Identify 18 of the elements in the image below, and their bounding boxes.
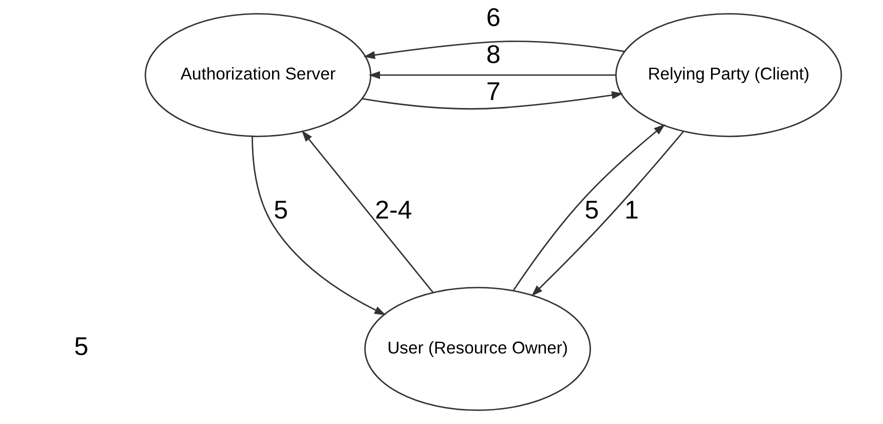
- arrow: [301, 130, 434, 293]
- edge-label: 2-4: [374, 196, 412, 224]
- arrow: [368, 71, 616, 80]
- edge-label: 6: [486, 4, 500, 32]
- label: 5: [74, 333, 88, 362]
- edge-label: 1: [624, 196, 638, 224]
- arrow: [530, 131, 684, 296]
- edge-label: 5: [273, 196, 288, 224]
- edge-label: 7: [486, 78, 500, 106]
- edge-label: 8: [486, 40, 500, 69]
- node-ellipse: Relying Party (Client): [614, 13, 842, 138]
- arrow: [363, 40, 624, 59]
- arrow: [251, 136, 386, 316]
- arrow: [512, 124, 665, 291]
- edge-label: 5: [584, 196, 598, 224]
- node-ellipse: Authorization Server: [144, 13, 371, 138]
- arrow: [362, 91, 623, 110]
- node-ellipse: User (Resource Owner): [364, 286, 591, 411]
